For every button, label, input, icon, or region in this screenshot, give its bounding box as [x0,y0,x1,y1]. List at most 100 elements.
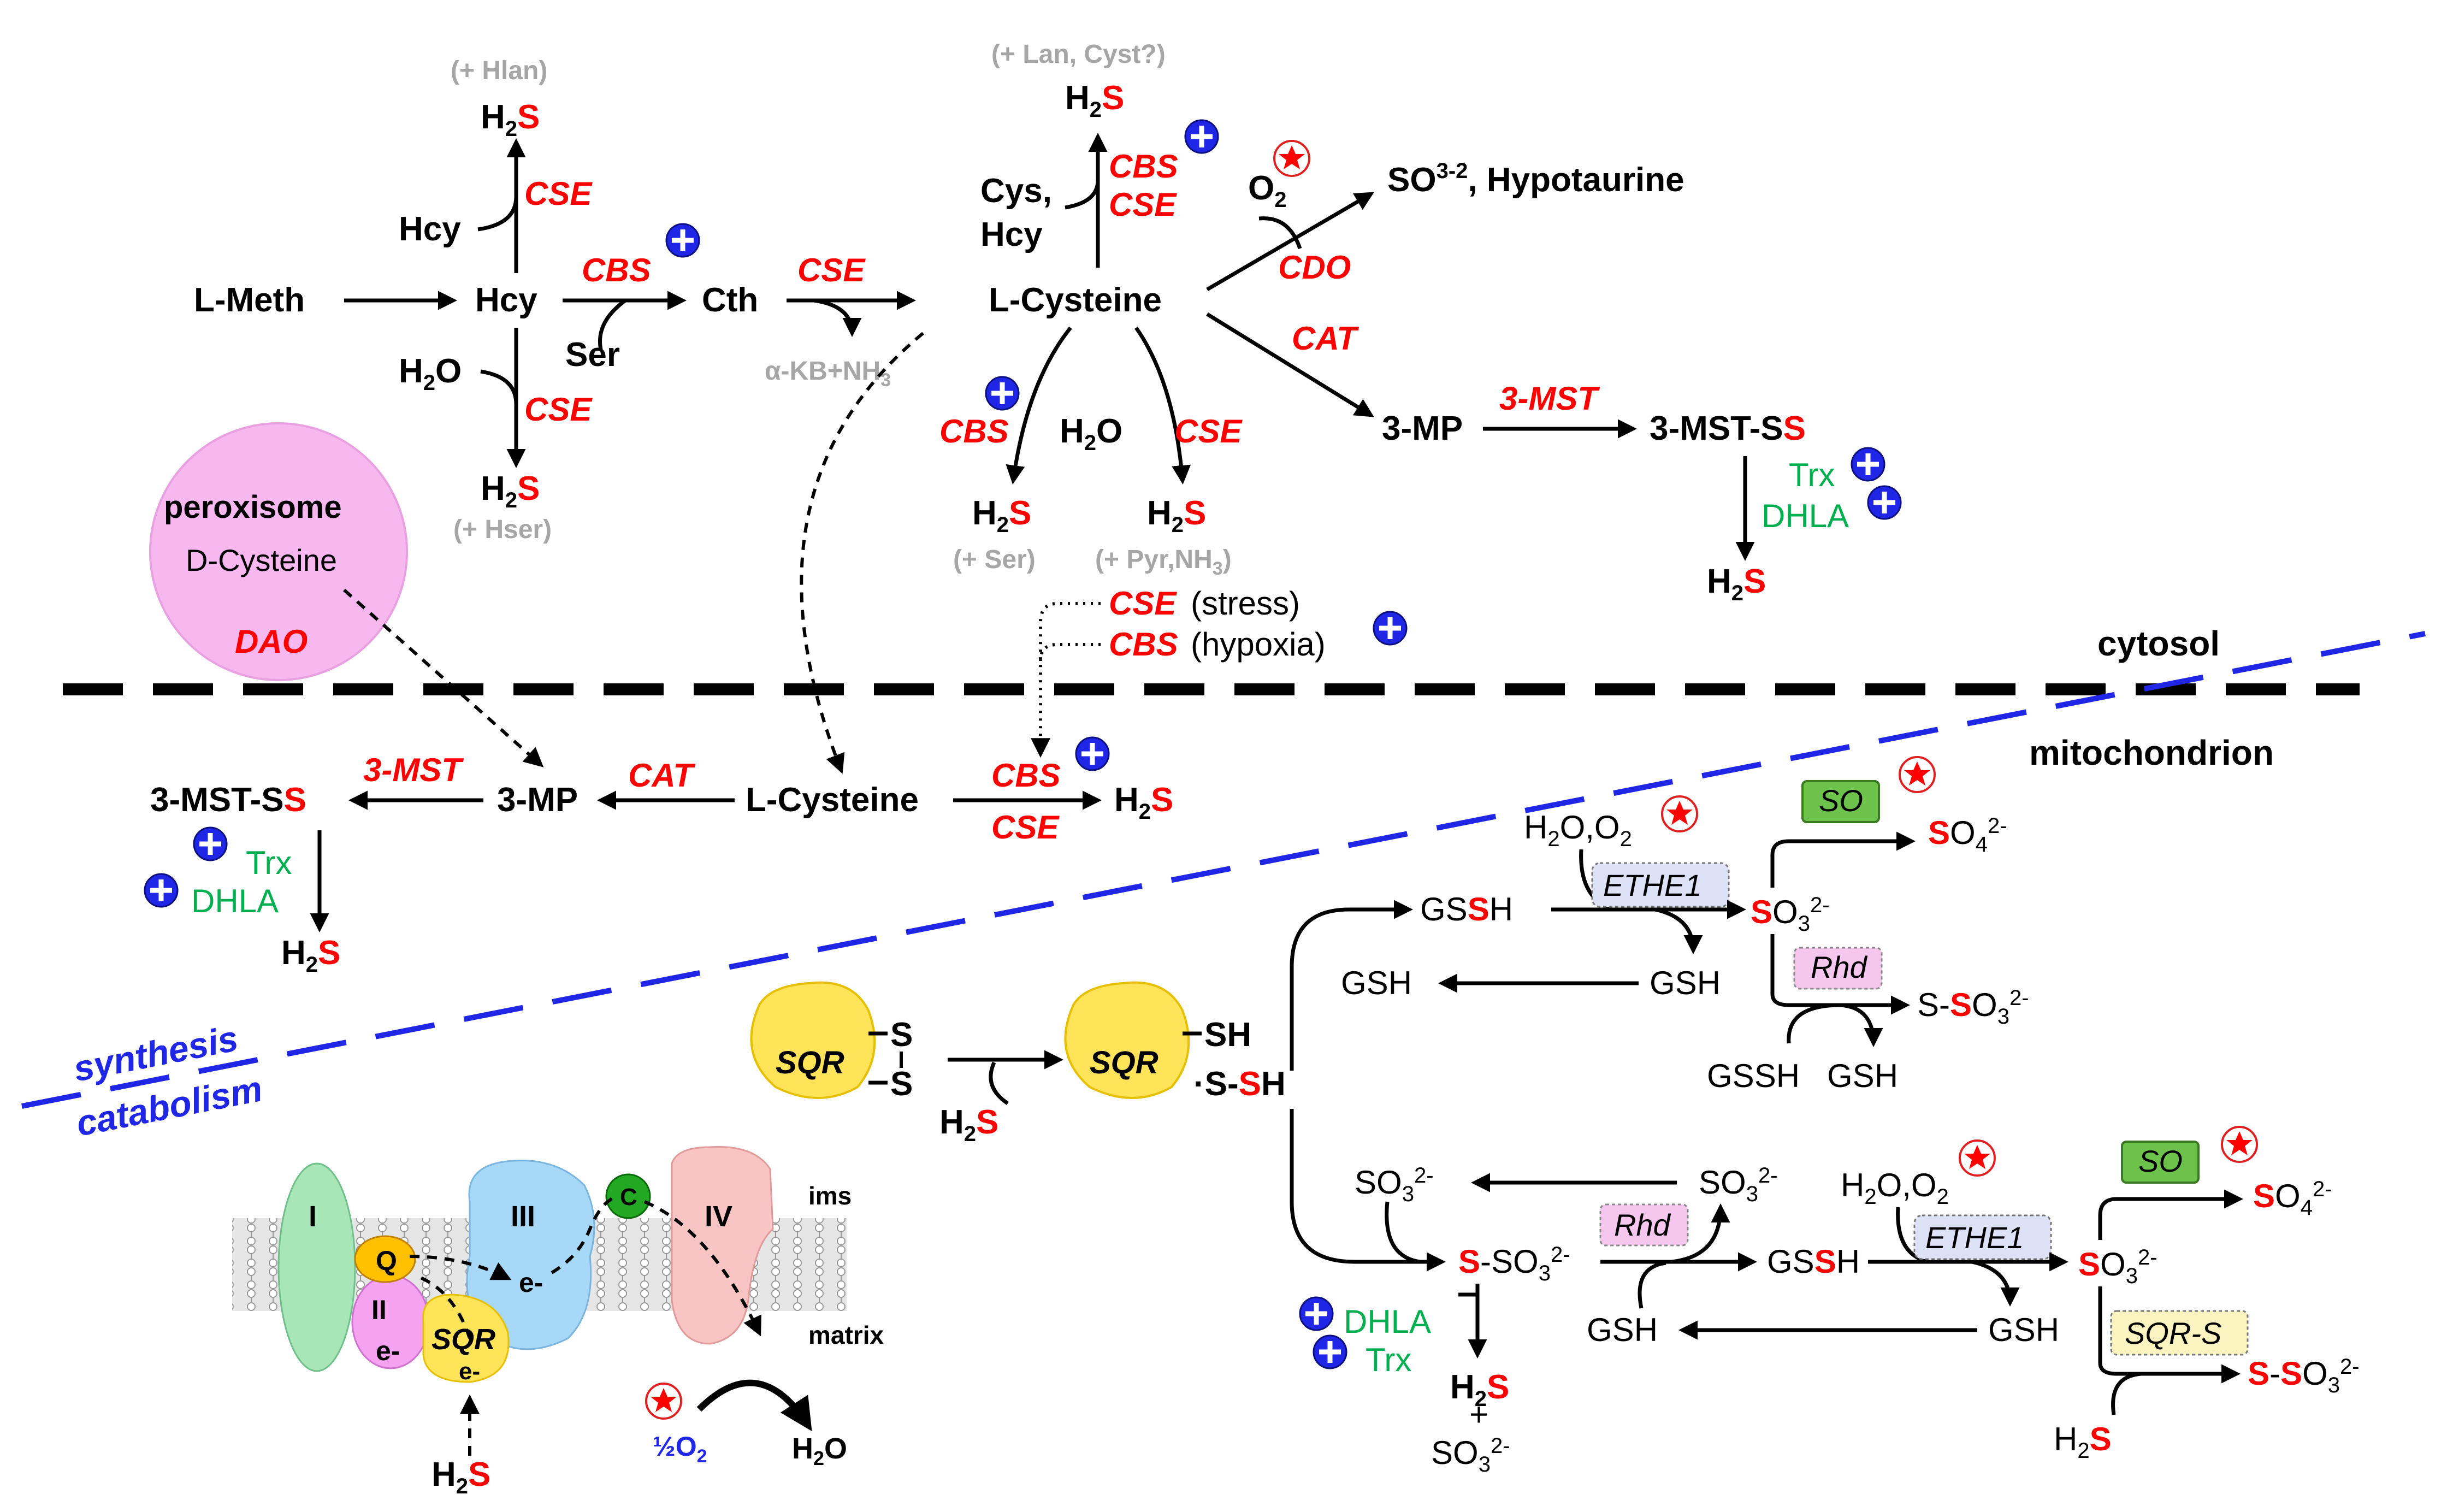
3mp-mito: 3-MP [497,781,578,819]
svg-text:H2O: H2O [399,352,462,395]
so3-bottom-lower: SO32- [1431,1434,1510,1476]
plus-icon [1852,448,1884,481]
q-to-iii-arrow [409,1255,512,1280]
cbs-enzyme-1: CBS [582,252,651,288]
h2o-etc: H2O [792,1432,847,1469]
sh: SH [1204,1016,1251,1054]
svg-text:H2S: H2S [1147,494,1206,537]
plus-icon [194,828,227,860]
ethe1-lower: ETHE1 [1925,1220,2024,1255]
svg-text:SO32-: SO32- [1355,1163,1434,1206]
svg-text:H2S: H2S [1114,781,1173,824]
h2s-pyr: H2S [1147,494,1206,537]
oxygen-star-icon [1273,140,1310,177]
h2s-hlan: H2S [481,98,540,141]
svg-text:H2S: H2S [1065,79,1124,122]
d-cysteine: D-Cysteine [186,543,337,577]
cbs-enzyme-3: CBS [939,413,1009,450]
stress-label: (stress) [1191,585,1300,622]
3mp-cytosol: 3-MP [1382,410,1463,447]
cse-enzyme-mito: CSE [991,809,1060,846]
svg-text:H2S: H2S [281,934,340,977]
svg-text:S-SO32-: S-SO32- [1917,986,2029,1029]
hser-byproduct: (+ Hser) [453,515,552,544]
svg-text:H2S: H2S [939,1103,998,1146]
so4-upper: SO42- [1928,814,2007,857]
svg-text:SO42-: SO42- [2253,1177,2332,1220]
plus-icon [1185,120,1218,153]
svg-text:(+ Pyr,NH3): (+ Pyr,NH3) [1095,545,1232,579]
svg-text:H2O,O2: H2O,O2 [1524,809,1632,851]
so3-lower-right: SO32- [1699,1163,1778,1206]
quinone-label: Q [376,1245,397,1276]
svg-text:H2O,O2: H2O,O2 [1841,1167,1949,1209]
oxygen-star-icon [2221,1126,2258,1163]
rhd-lower: Rhd [1614,1208,1671,1242]
arrow-lcys-3mp [1206,312,1374,417]
svg-text:GSSH: GSSH [1420,891,1513,928]
cse-enzyme-3: CSE [797,252,866,288]
gsh-lower-right: GSH [1988,1312,2059,1348]
svg-text:SO32-: SO32- [1431,1434,1510,1476]
h2o-left: H2O [399,352,462,395]
h2o-o2-lower: H2O,O2 [1841,1167,1949,1209]
svg-text:3-MST-SS: 3-MST-SS [1650,410,1806,447]
3mst-ss-cytosol: 3-MST-SS [1650,410,1806,447]
gsh-lower-left: GSH [1587,1312,1658,1348]
sqr-enzyme-2 [1064,981,1190,1099]
svg-text:3-MST-SS: 3-MST-SS [150,781,306,819]
dao-enzyme: DAO [235,623,308,660]
complex-iv-label: IV [705,1200,732,1233]
svg-text:GSSH: GSSH [1767,1243,1860,1280]
svg-text:O2: O2 [1248,169,1286,212]
sqr-etc [422,1294,510,1383]
sqr-label-2: SQR [1090,1045,1158,1080]
branch-so3-up-lower [1671,1203,1730,1264]
arrow-lcys-h2s-pyr [1134,326,1191,485]
branch-gsh-lower [1971,1260,2020,1307]
so-upper: SO [1819,783,1863,818]
peroxisome [149,422,408,681]
3mst-enzyme-mito: 3-MST [363,752,464,788]
sso3-upper: S-SO32- [1917,986,2029,1029]
svg-text:S-SO32-: S-SO32- [2248,1355,2360,1397]
cse-enzyme-4: CSE [1109,186,1177,223]
l-meth: L-Meth [194,281,305,319]
complex-ii-label: II [371,1295,387,1325]
cbs-hypoxia: CBS [1109,626,1178,663]
plus-icon [666,224,699,257]
arrow-lcys-h2s-ser [1006,326,1072,485]
cbs-enzyme-mito: CBS [991,757,1061,794]
svg-text:H2S: H2S [972,494,1031,537]
svg-text:H2S: H2S [2054,1421,2112,1463]
plus-icon [986,377,1019,410]
h2s-end: H2S [2054,1421,2112,1463]
plus-icon [1374,612,1406,645]
h2s-lan: H2S [1065,79,1124,122]
o2: O2 [1248,169,1286,212]
hypoxia-dotted [1039,643,1101,662]
trx-mito: Trx [246,844,292,881]
cys-hcy-line1: Cys, [980,172,1052,210]
plus-sign-lower: + [1469,1396,1488,1433]
cytochrome-c [605,1173,651,1219]
svg-text:H2S: H2S [481,98,540,141]
so3-lower-left: SO32- [1355,1163,1434,1206]
h2o-mid: H2O [1060,412,1122,455]
arrow-so3-so4-lower [2098,1189,2243,1240]
cse-enzyme-5: CSE [1174,413,1243,450]
c-to-iv-arrow [643,1200,761,1337]
arrow-lcys-so3 [1206,192,1375,292]
gsh-join-lower [1638,1261,1666,1309]
ser-join [598,299,627,350]
sqr-to-q-arrow [414,1274,471,1339]
cat-enzyme-mito: CAT [628,757,695,794]
o2-join [1258,216,1302,250]
matrix-label: matrix [808,1321,884,1349]
gsh-bottom-upper: GSH [1827,1058,1898,1094]
cdo-enzyme: CDO [1278,249,1351,286]
svg-text:SO3-2, Hypotaurine: SO3-2, Hypotaurine [1387,159,1684,199]
cbs-enzyme-2: CBS [1109,148,1178,185]
cse-enzyme-2: CSE [524,391,593,428]
